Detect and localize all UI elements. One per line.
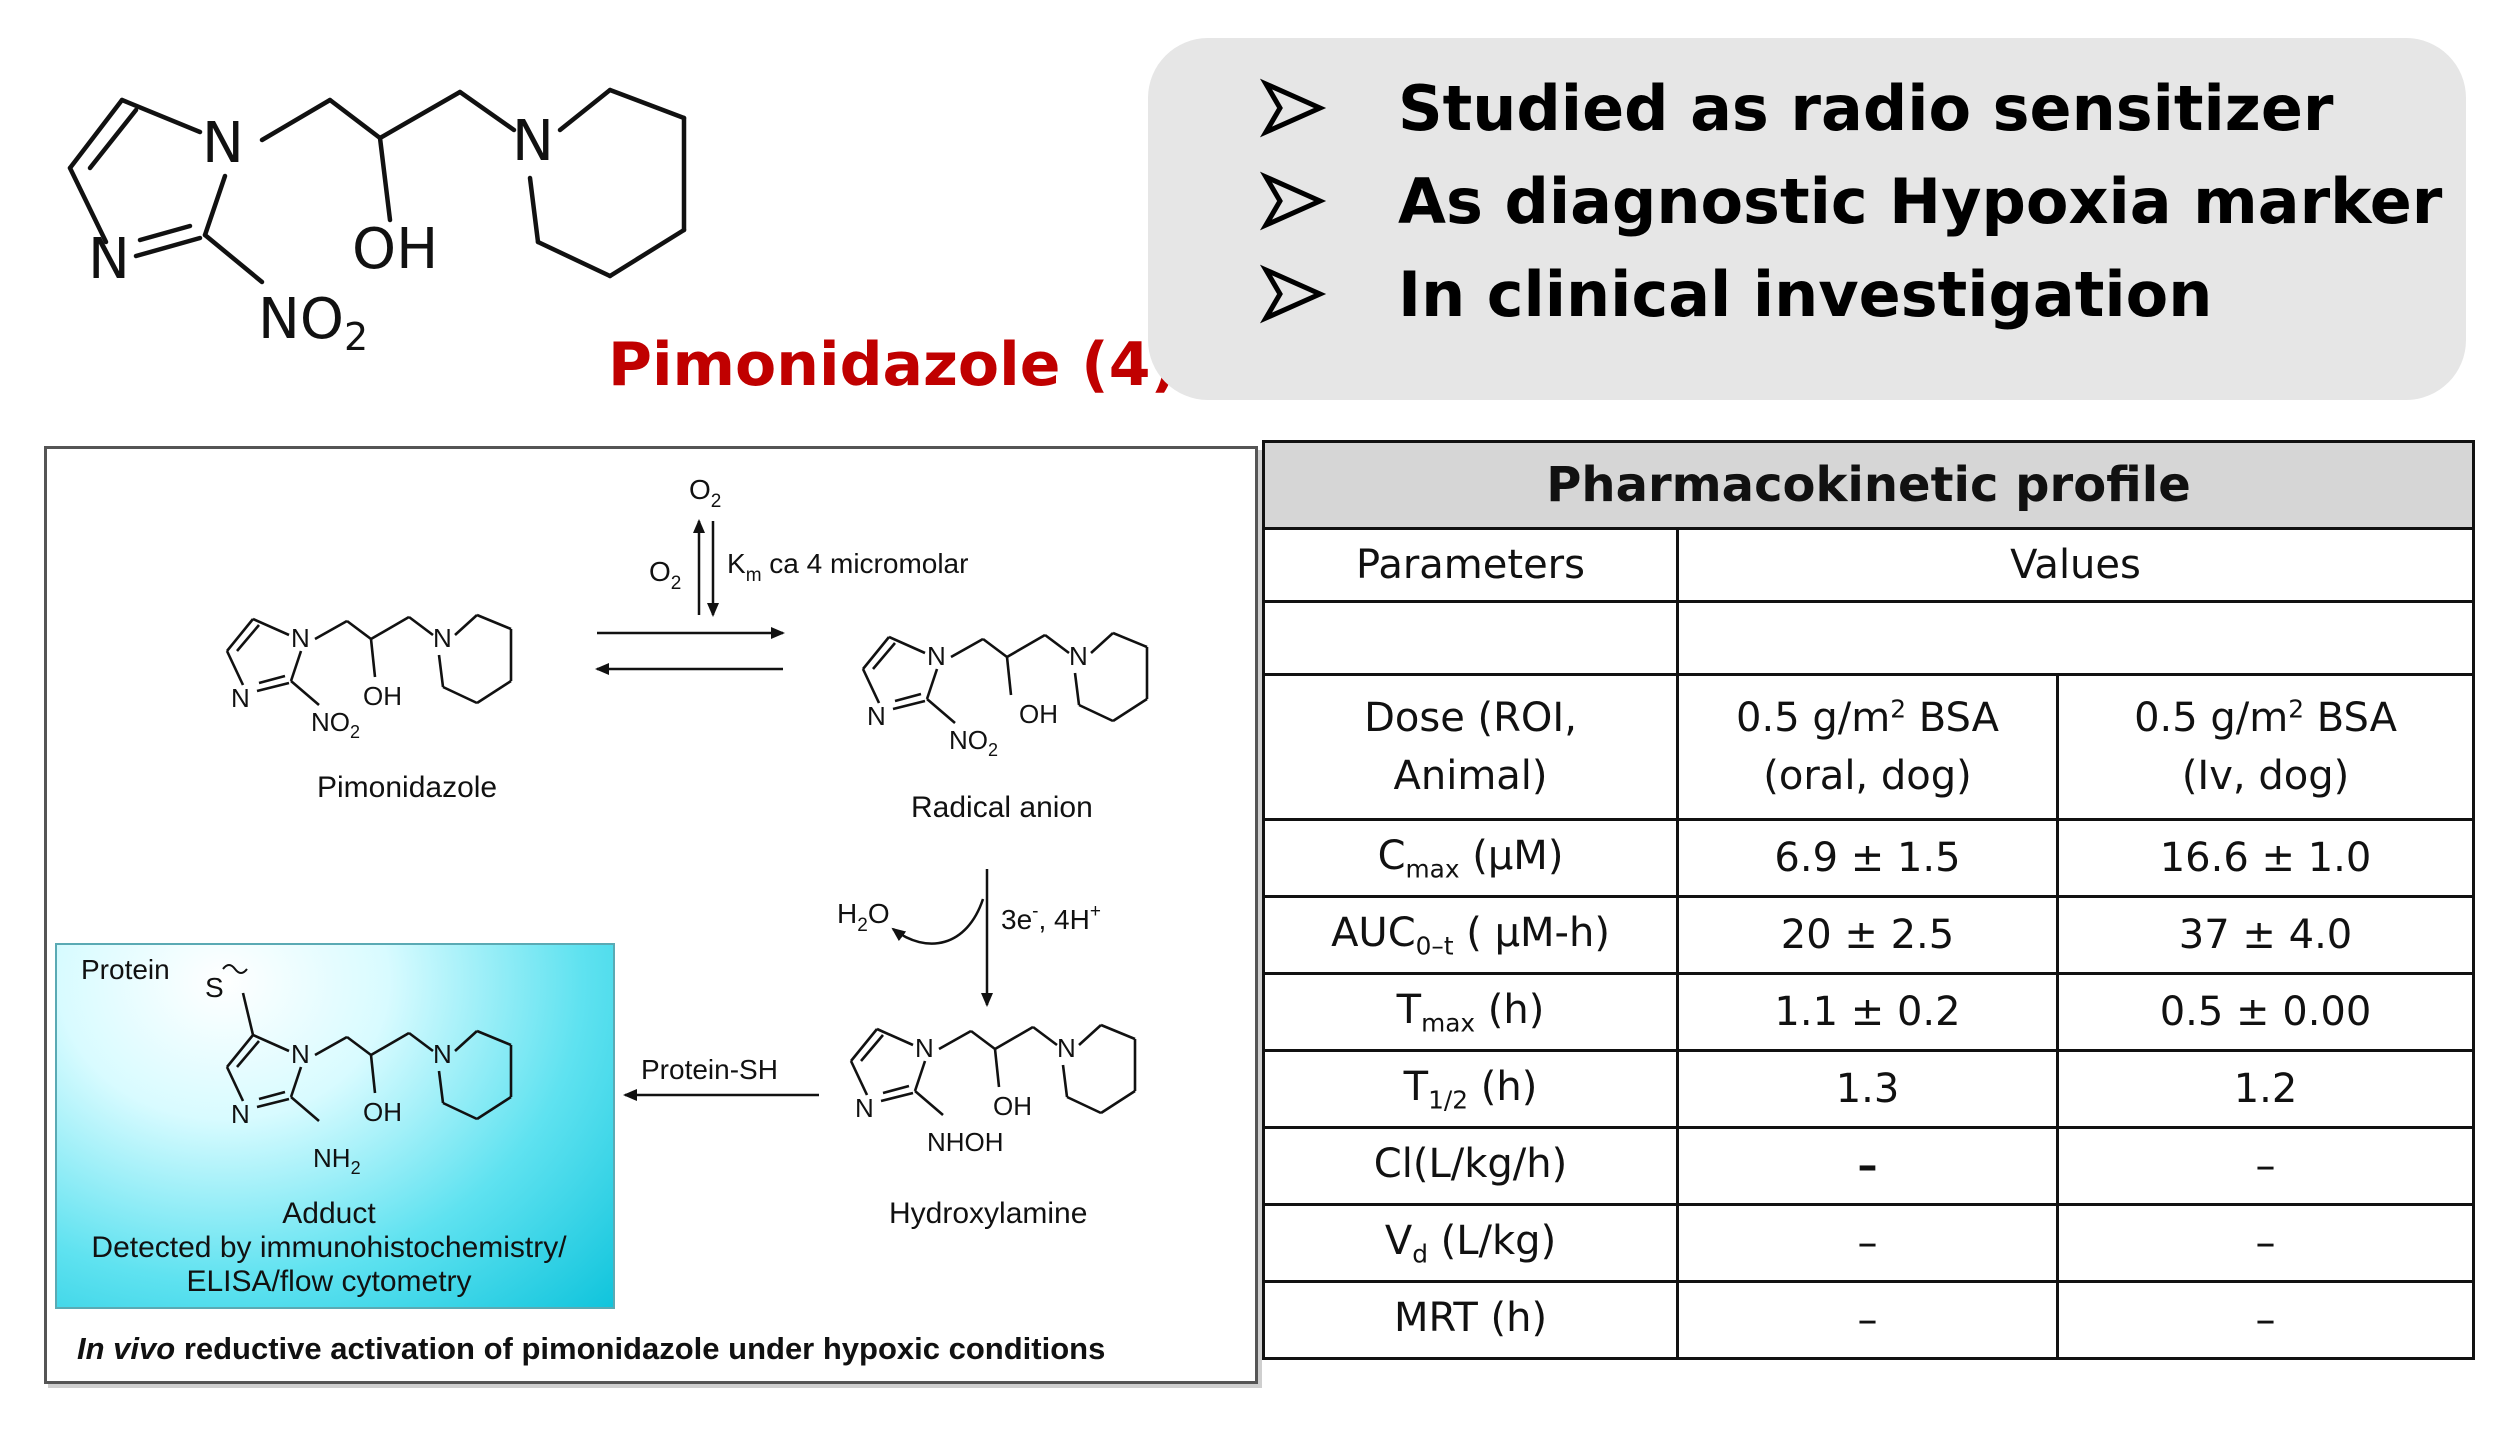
reduction-scheme-panel: O2 O2 Km ca 4 micromolar N N N OH NO2 Pi… bbox=[44, 446, 1258, 1384]
iv-value-cell: – bbox=[2055, 1280, 2476, 1360]
adduct-desc-1: Detected by immunohistochemistry/ bbox=[91, 1231, 567, 1264]
table-row: Cmax (µM) 6.9 ± 1.5 16.6 ± 1.0 bbox=[1262, 818, 2476, 898]
table-row: T1/2 (h) 1.3 1.2 bbox=[1262, 1049, 2476, 1129]
mol2-n3: N bbox=[1069, 641, 1088, 671]
bullet-text: As diagnostic Hypoxia marker bbox=[1398, 164, 2443, 238]
parameter-cell: Cmax (µM) bbox=[1262, 818, 1679, 898]
oral-value-cell: – bbox=[1676, 1126, 2059, 1206]
oral-value-cell: 6.9 ± 1.5 bbox=[1676, 818, 2059, 898]
mol4-n1: N bbox=[291, 1039, 310, 1069]
dose-oral-cell: 0.5 g/m2 BSA(oral, dog) bbox=[1676, 673, 2059, 821]
mol3-n1: N bbox=[915, 1033, 934, 1063]
arrow-bullet-icon bbox=[1259, 171, 1327, 231]
o2-left-label: O2 bbox=[649, 556, 681, 594]
table-title: Pharmacokinetic profile bbox=[1261, 440, 2476, 530]
atom-no2: NO2 bbox=[258, 287, 368, 359]
iv-value-cell: 16.6 ± 1.0 bbox=[2055, 818, 2476, 898]
mol2-oh: OH bbox=[1019, 699, 1058, 729]
bullet-item: Studied as radio sensitizer bbox=[1258, 68, 2333, 148]
mol2-no2: NO2 bbox=[949, 725, 998, 760]
reduction-scheme-drawing: O2 O2 Km ca 4 micromolar N N N OH NO2 Pi… bbox=[81, 474, 1149, 1298]
oral-value-cell: 20 ± 2.5 bbox=[1676, 895, 2059, 975]
col-header-parameters: Parameters bbox=[1262, 527, 1679, 603]
mol3-n3: N bbox=[1057, 1033, 1076, 1063]
km-label: Km ca 4 micromolar bbox=[727, 548, 968, 586]
table-cell bbox=[1675, 600, 2476, 676]
bullet-item: As diagnostic Hypoxia marker bbox=[1258, 161, 2442, 241]
adduct-highlight-box bbox=[55, 943, 615, 1309]
table-row bbox=[1262, 600, 2476, 676]
hydroxylamine-label: Hydroxylamine bbox=[889, 1197, 1087, 1230]
bullet-item: In clinical investigation bbox=[1258, 254, 2212, 334]
mol1-no2: NO2 bbox=[311, 707, 360, 742]
mol4-nh2: NH2 bbox=[313, 1143, 361, 1178]
protein-sh-label: Protein-SH bbox=[641, 1054, 778, 1085]
col-header-values: Values bbox=[1675, 527, 2476, 603]
parameter-cell: Tmax (h) bbox=[1262, 972, 1679, 1052]
mol1-n3: N bbox=[433, 623, 452, 653]
dose-iv-cell: 0.5 g/m2 BSA(Iv, dog) bbox=[2055, 673, 2476, 821]
mol4-n3: N bbox=[433, 1039, 452, 1069]
mol2-n2: N bbox=[867, 701, 886, 731]
parameter-cell: MRT (h) bbox=[1262, 1280, 1679, 1360]
mol1-oh: OH bbox=[363, 681, 402, 711]
iv-value-cell: 1.2 bbox=[2055, 1049, 2476, 1129]
dose-parameter-cell: Dose (ROI,Animal) bbox=[1262, 673, 1679, 821]
adduct-desc-2: ELISA/flow cytometry bbox=[186, 1265, 471, 1298]
pimonidazole-structure: N N N OH NO2 Pimonidazole (4) bbox=[40, 20, 1178, 420]
sulfur-label: S bbox=[205, 972, 224, 1003]
adduct-label: Adduct bbox=[282, 1197, 376, 1230]
iv-value-cell: 0.5 ± 0.00 bbox=[2055, 972, 2476, 1052]
o2-top-label: O2 bbox=[689, 474, 721, 512]
oral-value-cell: – bbox=[1676, 1203, 2059, 1283]
radical-anion-label: Radical anion bbox=[911, 791, 1093, 824]
h2o-label: H2O bbox=[837, 898, 890, 936]
table-row: AUC0–t ( µM-h) 20 ± 2.5 37 ± 4.0 bbox=[1262, 895, 2476, 975]
iv-value-cell: – bbox=[2055, 1203, 2476, 1283]
mol4-oh: OH bbox=[363, 1097, 402, 1127]
mol3-n2: N bbox=[855, 1093, 874, 1123]
mol3-nhoh: NHOH bbox=[927, 1127, 1004, 1157]
info-bullet-box: Studied as radio sensitizer As diagnosti… bbox=[1148, 38, 2466, 400]
table-row: Cl(L/kg/h) – – bbox=[1262, 1126, 2476, 1206]
table-cell bbox=[1262, 600, 1679, 676]
pharmacokinetic-table: Pharmacokinetic profile Parameters Value… bbox=[1261, 440, 2476, 1360]
protein-s-label: Protein bbox=[81, 954, 170, 985]
parameter-cell: Cl(L/kg/h) bbox=[1262, 1126, 1679, 1206]
parameter-cell: T1/2 (h) bbox=[1262, 1049, 1679, 1129]
iv-value-cell: – bbox=[2055, 1126, 2476, 1206]
parameter-cell: Vd (L/kg) bbox=[1262, 1203, 1679, 1283]
oral-value-cell: 1.1 ± 0.2 bbox=[1676, 972, 2059, 1052]
oral-value-cell: – bbox=[1676, 1280, 2059, 1360]
mol1-n1: N bbox=[291, 623, 310, 653]
table-row: Tmax (h) 1.1 ± 0.2 0.5 ± 0.00 bbox=[1262, 972, 2476, 1052]
arrow-bullet-icon bbox=[1259, 264, 1327, 324]
atom-n3: N bbox=[512, 109, 554, 174]
compound-name: Pimonidazole (4) bbox=[608, 330, 1178, 400]
iv-value-cell: 37 ± 4.0 bbox=[2055, 895, 2476, 975]
mol3-oh: OH bbox=[993, 1091, 1032, 1121]
atom-n1: N bbox=[202, 111, 244, 176]
bullet-text: Studied as radio sensitizer bbox=[1398, 71, 2334, 145]
table-row: Dose (ROI,Animal) 0.5 g/m2 BSA(oral, dog… bbox=[1262, 673, 2476, 821]
atom-n2: N bbox=[88, 227, 130, 292]
scheme-caption: In vivo reductive activation of pimonida… bbox=[77, 1331, 1106, 1366]
table-row: Vd (L/kg) – – bbox=[1262, 1203, 2476, 1283]
bullet-text: In clinical investigation bbox=[1398, 257, 2213, 331]
parameter-cell: AUC0–t ( µM-h) bbox=[1262, 895, 1679, 975]
arrow-bullet-icon bbox=[1259, 78, 1327, 138]
table-row: MRT (h) – – bbox=[1262, 1280, 2476, 1360]
pimonidazole-label: Pimonidazole bbox=[317, 771, 497, 804]
mol4-n2: N bbox=[231, 1099, 250, 1129]
pimonidazole-structure-drawing: N N N OH NO2 bbox=[67, 87, 687, 359]
oral-value-cell: 1.3 bbox=[1676, 1049, 2059, 1129]
atom-oh: OH bbox=[352, 217, 438, 282]
mol2-n1: N bbox=[927, 641, 946, 671]
electrons-label: 3e-, 4H+ bbox=[1001, 901, 1101, 935]
mol1-n2: N bbox=[231, 683, 250, 713]
